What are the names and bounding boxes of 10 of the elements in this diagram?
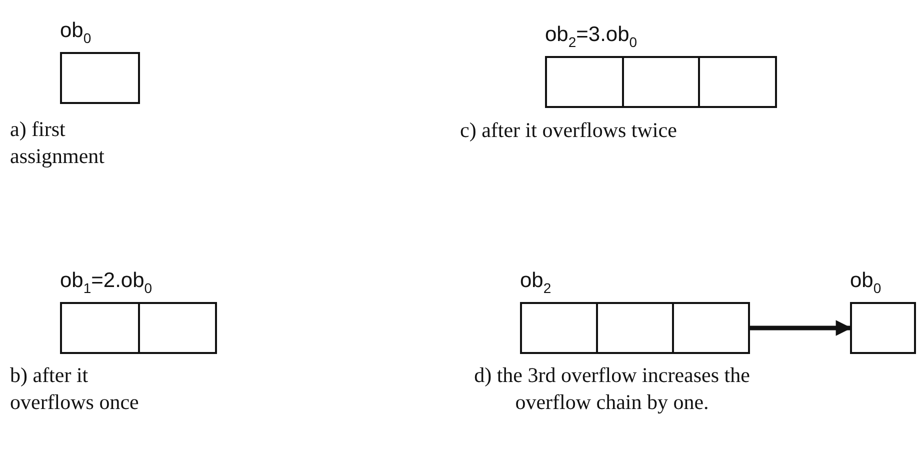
variable-label: ob$_{0}$: [850, 268, 882, 297]
variable-label: ob$_{2}$=3.ob$_{0}$: [545, 22, 638, 51]
panel-caption: b) after it overflows once: [10, 362, 140, 416]
panel-caption: c) after it overflows twice: [460, 117, 678, 144]
variable-label: ob$_{2}$: [520, 268, 552, 297]
variable-label: ob$_{1}$=2.ob$_{0}$: [60, 268, 152, 297]
variable-label: ob$_{0}$: [60, 18, 92, 47]
arrow: [750, 320, 852, 336]
panel-caption: d) the 3rd overflow increases the overflow chain by one.: [473, 362, 751, 416]
panel-caption: a) first assignment: [10, 116, 106, 170]
